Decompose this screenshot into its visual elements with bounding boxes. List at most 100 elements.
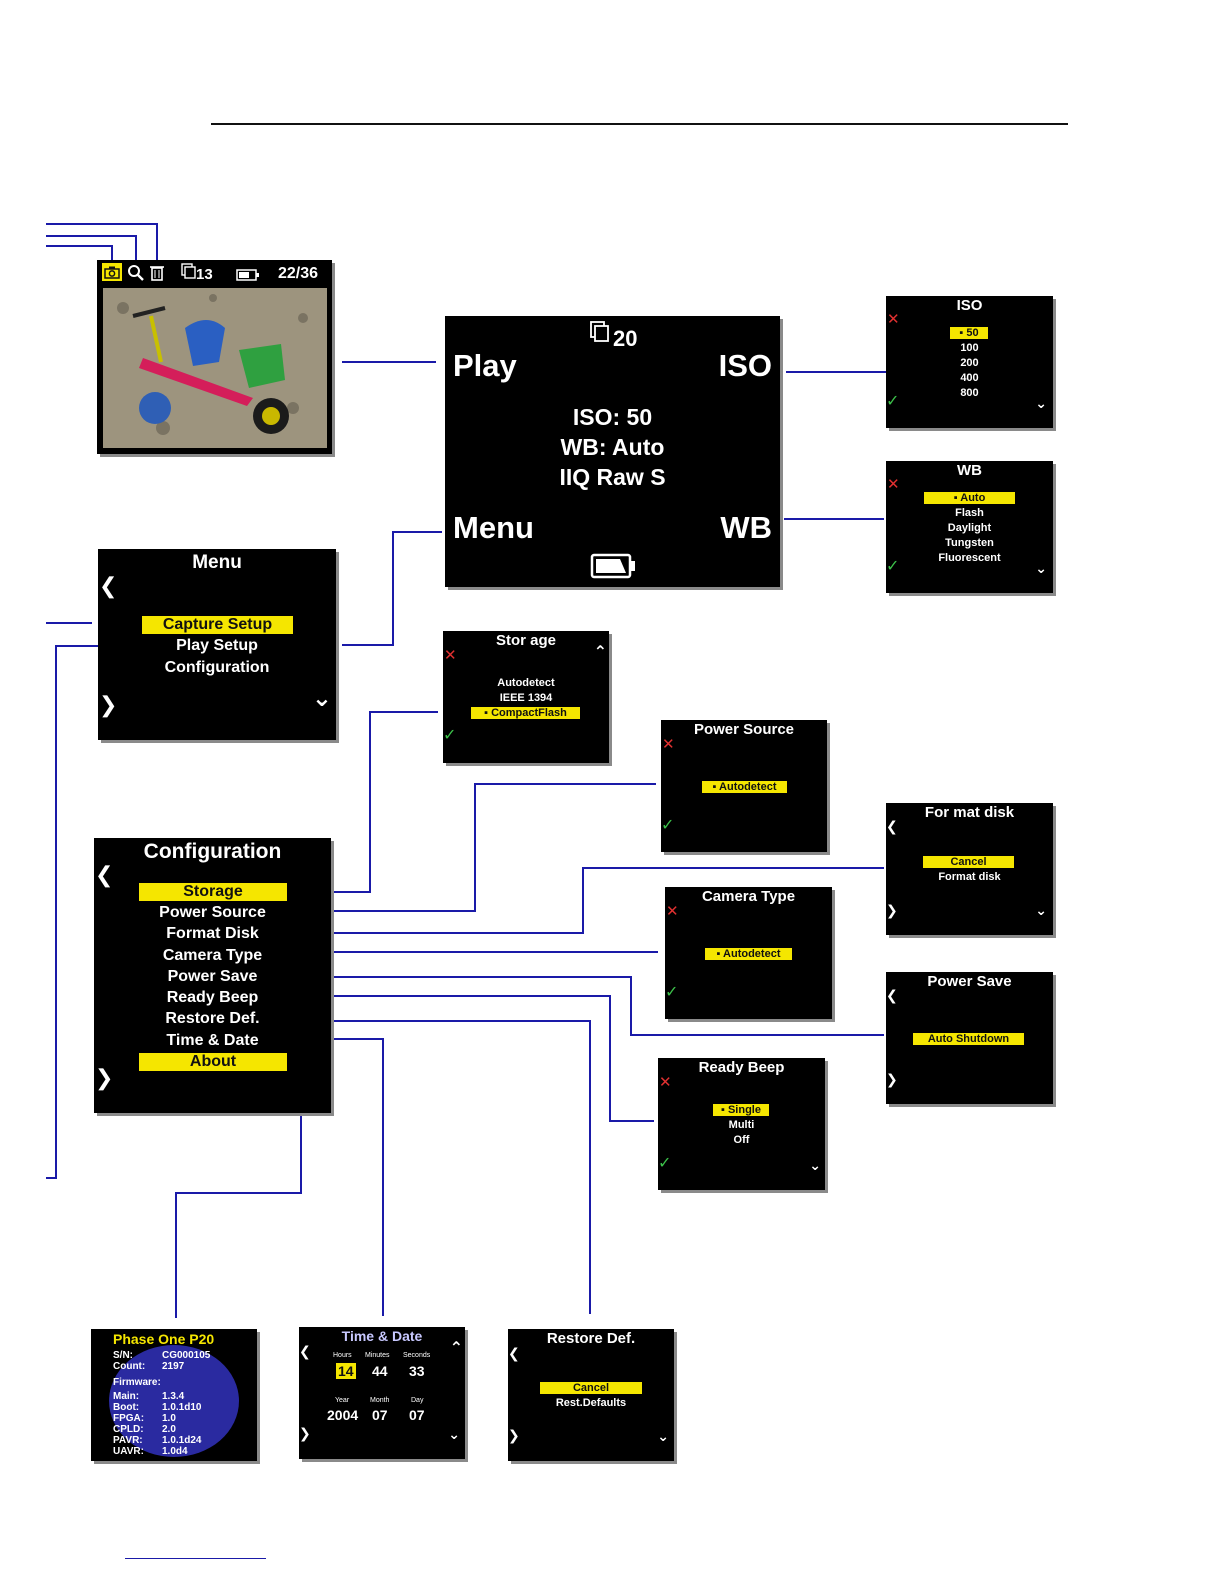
storage-option-autodetect[interactable]: Autodetect <box>497 677 555 689</box>
iso-option-800[interactable]: 800 <box>960 387 979 399</box>
wb-option-auto[interactable]: ▪ Auto <box>924 492 1015 504</box>
config-item-camera-type[interactable]: Camera Type <box>162 947 263 964</box>
chevron-left-icon[interactable]: ❮ <box>886 987 898 1003</box>
wb-screen: WB ✕ ▪ Auto Flash Daylight Tungsten Fluo… <box>886 461 1053 593</box>
power-save-screen: Power Save ❮ Auto Shutdown ❯ <box>886 972 1053 1104</box>
power-save-option-auto-shutdown[interactable]: Auto Shutdown <box>913 1033 1024 1045</box>
menu-item-capture-setup[interactable]: Capture Setup <box>142 616 293 634</box>
wb-option-fluorescent[interactable]: Fluorescent <box>938 552 1001 564</box>
camera-type-option-autodetect[interactable]: ▪ Autodetect <box>705 948 792 960</box>
config-item-format-disk[interactable]: Format Disk <box>166 925 259 942</box>
menu-label[interactable]: Menu <box>453 510 534 545</box>
chevron-right-icon[interactable]: ❯ <box>99 692 118 717</box>
about-screen: Phase One P20 S/N: CG000105 Count: 2197 … <box>91 1329 257 1461</box>
footer-rule <box>125 1558 266 1559</box>
main-screen: 20 Play ISO ISO: 50 WB: Auto IIQ Raw S M… <box>445 316 780 587</box>
wb-option-daylight[interactable]: Daylight <box>947 522 992 534</box>
wire-menu-main <box>342 531 442 646</box>
config-item-about[interactable]: About <box>139 1053 287 1071</box>
config-item-power-save[interactable]: Power Save <box>167 968 258 985</box>
storage-title: Stor age <box>495 632 556 649</box>
chevron-down-icon[interactable]: ⌄ <box>809 1157 821 1173</box>
chevron-right-icon[interactable]: ❯ <box>95 1065 114 1090</box>
wire-restore-def <box>266 1020 591 1314</box>
config-item-time-date[interactable]: Time & Date <box>166 1032 259 1049</box>
iso-title: ISO <box>956 297 983 314</box>
seconds-value[interactable]: 33 <box>409 1363 425 1379</box>
ready-beep-option-single[interactable]: ▪ Single <box>713 1104 769 1116</box>
cancel-x-icon[interactable]: ✕ <box>444 647 457 664</box>
storage-option-ieee1394[interactable]: IEEE 1394 <box>499 692 553 704</box>
chevron-down-icon[interactable]: ⌄ <box>448 1426 460 1442</box>
ready-beep-option-multi[interactable]: Multi <box>728 1119 755 1131</box>
restore-def-option-rest-defaults[interactable]: Rest.Defaults <box>555 1397 627 1409</box>
firmware-fpga-value: 1.0 <box>162 1413 176 1424</box>
confirm-check-icon[interactable]: ✓ <box>886 393 900 410</box>
chevron-down-icon[interactable]: ⌄ <box>657 1428 669 1444</box>
day-value[interactable]: 07 <box>409 1407 425 1423</box>
chevron-up-icon[interactable]: ⌃ <box>449 1340 463 1357</box>
chevron-left-icon[interactable]: ❮ <box>886 818 898 834</box>
iso-option-200[interactable]: 200 <box>960 357 979 369</box>
iso-option-50[interactable]: ▪ 50 <box>950 327 988 339</box>
storage-option-compactflash[interactable]: ▪ CompactFlash <box>471 707 580 719</box>
chevron-right-icon[interactable]: ❯ <box>299 1425 311 1441</box>
about-count-label: Count: <box>113 1361 146 1372</box>
play-label[interactable]: Play <box>453 348 517 383</box>
cancel-x-icon[interactable]: ✕ <box>887 476 900 493</box>
wb-label[interactable]: WB <box>720 510 772 545</box>
chevron-right-icon[interactable]: ❯ <box>508 1427 520 1443</box>
config-item-storage[interactable]: Storage <box>139 883 287 901</box>
chevron-up-icon[interactable]: ⌃ <box>593 644 607 661</box>
ready-beep-title: Ready Beep <box>698 1059 785 1076</box>
iso-option-100[interactable]: 100 <box>960 342 979 354</box>
cancel-x-icon[interactable]: ✕ <box>666 903 679 920</box>
about-count-value: 2197 <box>162 1361 185 1372</box>
power-source-option-autodetect[interactable]: ▪ Autodetect <box>702 781 787 793</box>
cancel-x-icon[interactable]: ✕ <box>662 736 675 753</box>
format-disk-option-format[interactable]: Format disk <box>938 871 1001 883</box>
iso-screen: ISO ✕ ▪ 50 100 200 400 800 ✓ ⌄ <box>886 296 1053 428</box>
chevron-down-icon[interactable]: ⌄ <box>311 685 332 712</box>
config-item-power-source[interactable]: Power Source <box>159 904 266 921</box>
month-value[interactable]: 07 <box>372 1407 388 1423</box>
hours-value[interactable]: 14 <box>336 1363 356 1379</box>
chevron-down-icon[interactable]: ⌄ <box>1035 395 1047 411</box>
cancel-x-icon[interactable]: ✕ <box>659 1074 672 1091</box>
time-date-screen: Time & Date ❮ ⌃ Hours Minutes Seconds 14… <box>299 1327 465 1459</box>
chevron-down-icon[interactable]: ⌄ <box>1035 902 1047 918</box>
format-disk-option-cancel[interactable]: Cancel <box>923 856 1014 868</box>
wb-option-flash[interactable]: Flash <box>955 507 984 519</box>
confirm-check-icon[interactable]: ✓ <box>886 558 900 575</box>
wb-option-tungsten[interactable]: Tungsten <box>945 537 994 549</box>
firmware-main-label: Main: <box>113 1391 140 1402</box>
chevron-left-icon[interactable]: ❮ <box>508 1345 520 1361</box>
chevron-down-icon[interactable]: ⌄ <box>1035 560 1047 576</box>
minutes-value[interactable]: 44 <box>372 1363 388 1379</box>
iso-option-400[interactable]: 400 <box>960 372 979 384</box>
chevron-right-icon[interactable]: ❯ <box>886 1071 898 1087</box>
format-disk-screen: For mat disk ❮ Cancel Format disk ❯ ⌄ <box>886 803 1053 935</box>
chevron-left-icon[interactable]: ❮ <box>95 862 114 887</box>
iso-label[interactable]: ISO <box>718 348 772 383</box>
confirm-check-icon[interactable]: ✓ <box>658 1155 672 1172</box>
confirm-check-icon[interactable]: ✓ <box>443 727 457 744</box>
year-value[interactable]: 2004 <box>327 1407 359 1423</box>
cancel-x-icon[interactable]: ✕ <box>887 311 900 328</box>
time-date-title: Time & Date <box>341 1328 423 1344</box>
ready-beep-option-off[interactable]: Off <box>733 1134 750 1146</box>
menu-item-play-setup[interactable]: Play Setup <box>176 637 258 654</box>
chevron-right-icon[interactable]: ❯ <box>886 902 898 918</box>
chevron-left-icon[interactable]: ❮ <box>299 1343 311 1359</box>
trash-icon <box>150 264 164 286</box>
day-label: Day <box>411 1397 424 1404</box>
confirm-check-icon[interactable]: ✓ <box>661 817 675 834</box>
wire-ready-beep <box>264 995 654 1122</box>
confirm-check-icon[interactable]: ✓ <box>665 984 679 1001</box>
chevron-left-icon[interactable]: ❮ <box>99 573 118 598</box>
config-item-ready-beep[interactable]: Ready Beep <box>166 989 259 1006</box>
config-item-restore-def[interactable]: Restore Def. <box>165 1010 260 1027</box>
menu-item-configuration[interactable]: Configuration <box>164 659 270 676</box>
seconds-label: Seconds <box>403 1352 431 1359</box>
restore-def-option-cancel[interactable]: Cancel <box>540 1382 642 1394</box>
